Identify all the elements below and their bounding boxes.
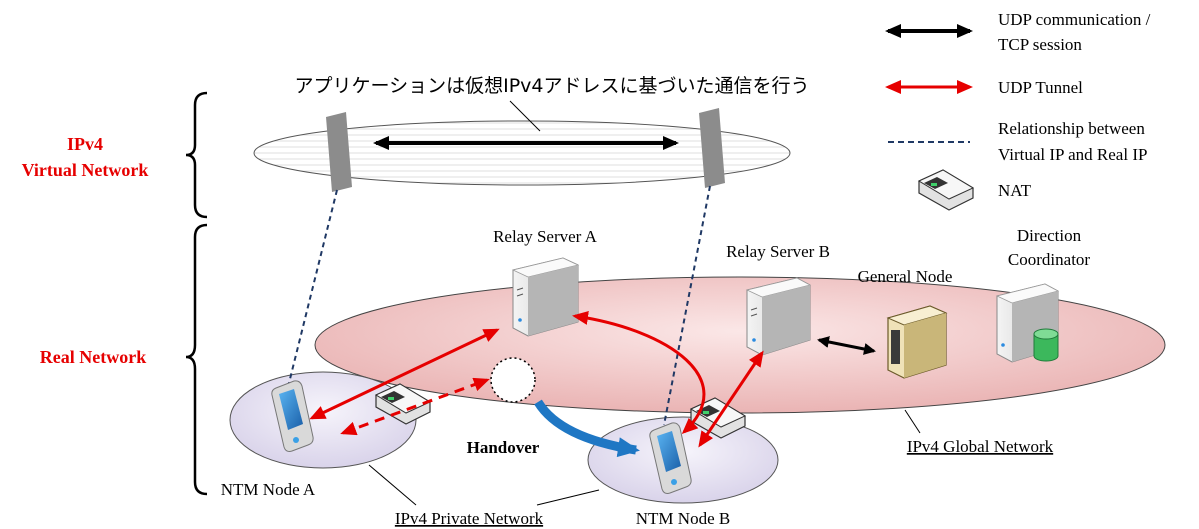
legend-nat: NAT bbox=[998, 181, 1032, 200]
relay-server-a bbox=[511, 257, 580, 337]
database-icon bbox=[1033, 328, 1059, 340]
ntm-node-a-label: NTM Node A bbox=[221, 480, 316, 499]
legend-nat-icon bbox=[917, 169, 975, 211]
application-note: アプリケーションは仮想IPv4アドレスに基づいた通信を行う bbox=[294, 75, 809, 97]
relay-server-a-label: Relay Server A bbox=[493, 227, 598, 246]
ipv4-label: IPv4 bbox=[67, 134, 103, 154]
tunnel-a-old-dashed bbox=[340, 377, 490, 436]
virtual-network-ellipse bbox=[253, 100, 791, 192]
relationship-line-a bbox=[288, 189, 338, 384]
direction-coordinator bbox=[995, 283, 1060, 363]
virtual-node-b bbox=[699, 108, 725, 188]
relay-server-b bbox=[745, 277, 812, 356]
direction-label-2: Coordinator bbox=[1008, 250, 1090, 269]
private-network-a bbox=[229, 371, 417, 469]
relay-general-arrow bbox=[817, 336, 876, 355]
handover-label: Handover bbox=[467, 438, 540, 457]
private-network-label: IPv4 Private Network bbox=[395, 509, 544, 528]
handover-arrow bbox=[534, 399, 640, 458]
legend: UDP communication / TCP session UDP Tunn… bbox=[885, 10, 1151, 211]
virtual-brace bbox=[185, 91, 208, 219]
virtual-network-label: Virtual Network bbox=[22, 160, 149, 180]
legend-udp-tunnel: UDP Tunnel bbox=[998, 78, 1083, 97]
general-node-label: General Node bbox=[858, 267, 953, 286]
relay-server-b-label: Relay Server B bbox=[726, 242, 830, 261]
virtual-node-a bbox=[326, 112, 352, 192]
ntm-node-b-device bbox=[649, 422, 692, 494]
real-brace bbox=[185, 223, 208, 496]
general-node bbox=[886, 305, 948, 379]
tunnel-relay-b bbox=[698, 350, 764, 448]
global-network-label: IPv4 Global Network bbox=[907, 437, 1054, 456]
former-position-circle bbox=[490, 357, 536, 403]
legend-relationship-1: Relationship between bbox=[998, 119, 1145, 138]
ntm-node-b-label: NTM Node B bbox=[636, 509, 730, 528]
legend-relationship-2: Virtual IP and Real IP bbox=[998, 145, 1147, 164]
real-network-label: Real Network bbox=[40, 347, 146, 367]
legend-udp-comm-2: TCP session bbox=[998, 35, 1082, 54]
ntm-node-a-device bbox=[271, 380, 314, 452]
legend-udp-comm-1: UDP communication / bbox=[998, 10, 1151, 29]
direction-label-1: Direction bbox=[1017, 226, 1082, 245]
